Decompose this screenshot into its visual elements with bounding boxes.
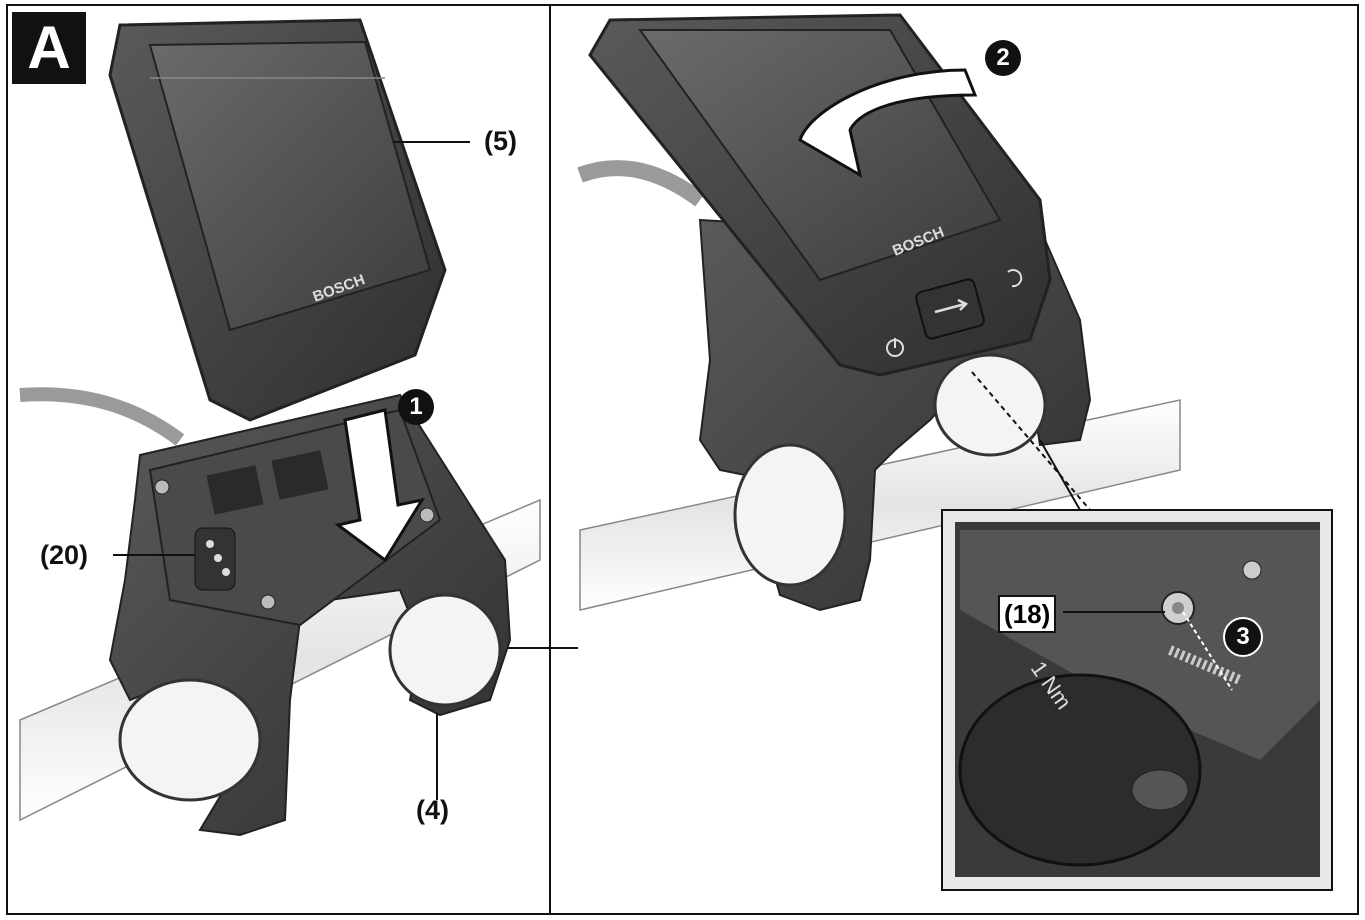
step-2-badge: 2 xyxy=(985,40,1021,76)
spring xyxy=(1168,645,1242,685)
contact-pin xyxy=(222,568,230,576)
connector-slot xyxy=(206,465,264,515)
clamp-ring-left xyxy=(118,678,262,802)
screw-head xyxy=(260,594,276,610)
cable xyxy=(577,160,705,207)
cable xyxy=(19,387,185,446)
clamp-ring-right xyxy=(933,353,1047,457)
callout-contacts: (20) xyxy=(40,540,89,570)
screw-socket xyxy=(1172,602,1184,614)
display-screen xyxy=(148,40,432,332)
inset-pointer xyxy=(971,371,1091,511)
usb-icon xyxy=(934,298,969,314)
inset-clamp-hole xyxy=(1131,769,1189,811)
inset-housing xyxy=(960,530,1320,760)
screw-head xyxy=(154,479,170,495)
contact-pin xyxy=(206,540,214,548)
contact-pin xyxy=(214,554,222,562)
inset-clamp xyxy=(958,673,1202,867)
callout-display: (5) xyxy=(484,126,517,156)
clamp-ring-left xyxy=(733,443,847,587)
panel-label: A xyxy=(12,12,86,84)
connector-slot xyxy=(271,450,329,500)
callout-screw: (18) xyxy=(998,595,1057,633)
right-illustration: BOSCH 1 Nm xyxy=(577,13,1333,891)
callout-holder: (4) xyxy=(416,795,449,825)
outer-frame xyxy=(6,4,1359,915)
step-1-badge: 1 xyxy=(398,389,434,425)
screw-head xyxy=(419,507,435,523)
screw-head xyxy=(1242,560,1262,580)
arrow-down-icon xyxy=(334,408,426,563)
left-illustration: BOSCH xyxy=(19,18,578,837)
detail-inset: 1 Nm xyxy=(941,509,1333,891)
clamp-ring-right xyxy=(388,593,502,707)
rotate-arrow-icon xyxy=(798,68,978,179)
light-icon xyxy=(1007,269,1023,288)
inset-pointer-line xyxy=(1039,439,1081,511)
step-3-badge: 3 xyxy=(1223,617,1263,657)
screw-axis xyxy=(1182,611,1233,691)
